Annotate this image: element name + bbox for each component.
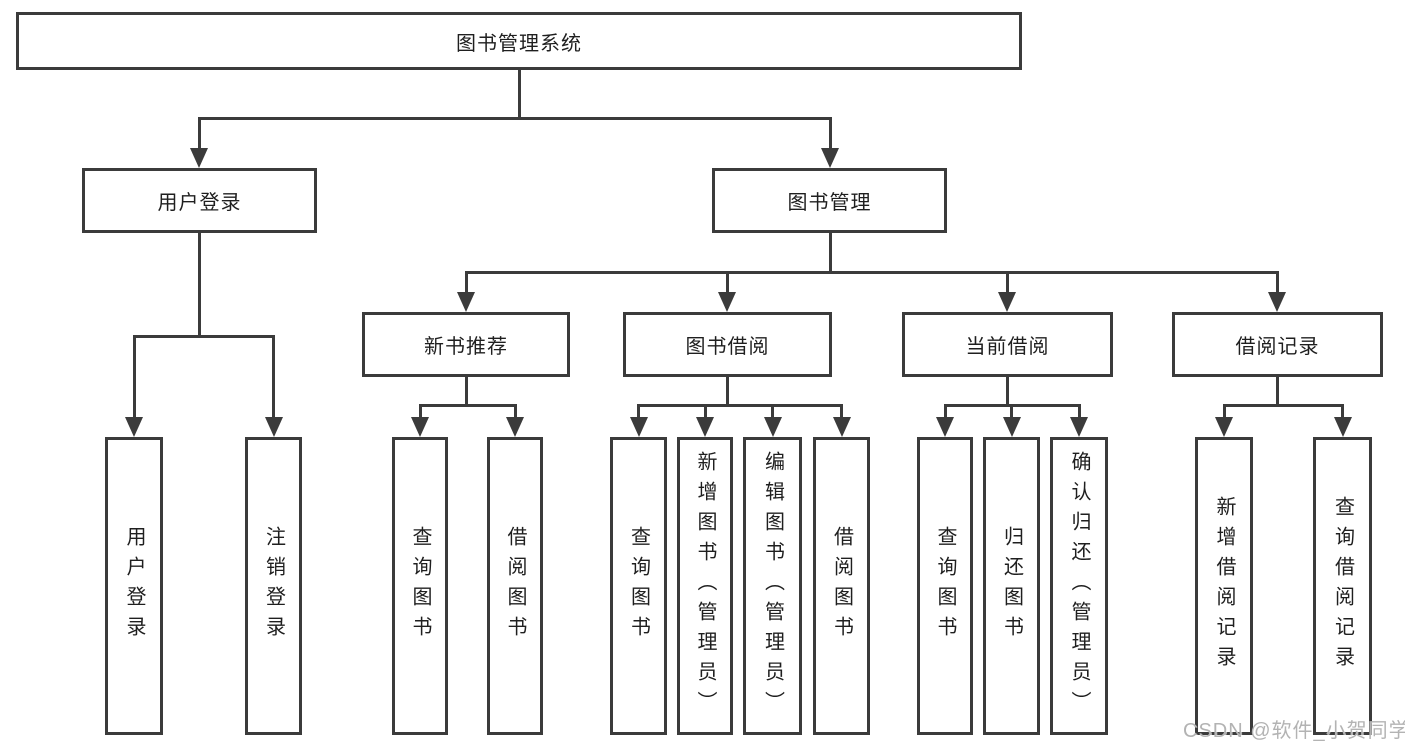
connector-line	[1275, 271, 1279, 294]
leaf-borrow-books-label: 借阅图书	[830, 526, 853, 646]
leaf-add-books-admin-label: 新增图书（管理员）	[694, 451, 716, 721]
arrowhead-down-icon	[1002, 417, 1021, 437]
leaf-query-books-borrow: 查询图书	[610, 437, 667, 735]
leaf-edit-books-admin: 编辑图书（管理员）	[743, 437, 802, 735]
connector-line	[828, 117, 832, 152]
connector-line	[1005, 271, 1009, 294]
leaf-confirm-return-admin-label: 确认归还（管理员）	[1068, 451, 1090, 721]
arrowhead-down-icon	[998, 292, 1016, 312]
leaf-query-books-borrow-label: 查询图书	[627, 526, 650, 646]
connector-line	[840, 404, 843, 420]
leaf-add-borrow-record-label: 新增借阅记录	[1213, 496, 1235, 676]
arrowhead-down-icon	[506, 417, 524, 437]
node-root: 图书管理系统	[16, 12, 1022, 70]
connector-line	[272, 335, 275, 420]
arrowhead-down-icon	[1070, 417, 1088, 437]
arrowhead-down-icon	[125, 417, 143, 437]
arrowhead-down-icon	[696, 417, 714, 437]
node-borrowing-records: 借阅记录	[1172, 312, 1383, 377]
leaf-query-borrow-record-label: 查询借阅记录	[1331, 496, 1354, 676]
connector-line	[828, 233, 832, 271]
connector-line	[1222, 404, 1226, 420]
arrowhead-down-icon	[190, 148, 208, 168]
connector-line	[197, 233, 201, 335]
arrowhead-down-icon	[936, 417, 954, 437]
connector-line	[464, 271, 468, 294]
arrowhead-down-icon	[1333, 417, 1352, 437]
arrowhead-down-icon	[457, 292, 475, 312]
leaf-borrow-books-recommend-label: 借阅图书	[504, 526, 526, 646]
leaf-confirm-return-admin: 确认归还（管理员）	[1050, 437, 1108, 735]
connector-line	[197, 117, 201, 152]
leaf-query-books-recommend: 查询图书	[392, 437, 448, 735]
leaf-logout: 注销登录	[245, 437, 302, 735]
connector-line	[725, 377, 729, 404]
arrowhead-down-icon	[832, 417, 851, 437]
leaf-return-books-label: 归还图书	[1000, 526, 1023, 646]
arrowhead-down-icon	[629, 417, 648, 437]
arrowhead-down-icon	[411, 417, 429, 437]
connector-line	[703, 404, 707, 420]
connector-line	[418, 404, 422, 420]
arrowhead-down-icon	[1268, 292, 1286, 312]
connector-line	[725, 271, 729, 294]
connector-line	[513, 404, 517, 420]
arrowhead-down-icon	[821, 148, 839, 168]
leaf-query-borrow-record: 查询借阅记录	[1313, 437, 1372, 735]
leaf-query-books-current: 查询图书	[917, 437, 973, 735]
connector-line	[517, 70, 521, 117]
node-user-login-label: 用户登录	[157, 192, 242, 214]
node-book-management-branch: 图书管理	[712, 168, 947, 233]
connector-line	[418, 404, 517, 407]
leaf-query-books-current-label: 查询图书	[934, 526, 956, 646]
leaf-logout-label: 注销登录	[262, 526, 285, 646]
leaf-edit-books-admin-label: 编辑图书（管理员）	[761, 451, 784, 721]
node-book-borrowing: 图书借阅	[623, 312, 832, 377]
connector-line	[197, 117, 832, 120]
leaf-borrow-books: 借阅图书	[813, 437, 870, 735]
node-current-borrowing-label: 当前借阅	[965, 336, 1050, 358]
arrowhead-down-icon	[763, 417, 782, 437]
arrowhead-down-icon	[1215, 417, 1233, 437]
connector-line	[1077, 404, 1081, 420]
connector-line	[1010, 404, 1013, 420]
node-new-book-recommend-label: 新书推荐	[424, 336, 508, 358]
connector-line	[132, 335, 136, 420]
connector-line	[943, 404, 947, 420]
connector-line	[1341, 404, 1344, 420]
node-borrowing-records-label: 借阅记录	[1235, 336, 1320, 358]
leaf-return-books: 归还图书	[983, 437, 1040, 735]
connector-line	[1005, 377, 1009, 404]
leaf-add-books-admin: 新增图书（管理员）	[677, 437, 733, 735]
leaf-add-borrow-record: 新增借阅记录	[1195, 437, 1253, 735]
connector-line	[637, 404, 843, 407]
node-book-borrowing-label: 图书借阅	[685, 336, 770, 358]
arrowhead-down-icon	[718, 292, 736, 312]
leaf-user-login-label: 用户登录	[123, 526, 145, 646]
connector-line	[132, 335, 275, 338]
leaf-query-books-recommend-label: 查询图书	[409, 526, 431, 646]
connector-line	[637, 404, 640, 420]
node-root-label: 图书管理系统	[456, 32, 582, 55]
node-user-login-branch: 用户登录	[82, 168, 317, 233]
connector-line	[1275, 377, 1279, 404]
node-new-book-recommend: 新书推荐	[362, 312, 570, 377]
connector-line	[1222, 404, 1344, 407]
connector-line	[464, 271, 1279, 274]
arrowhead-down-icon	[264, 417, 283, 437]
node-book-management-label: 图书管理	[787, 192, 872, 214]
leaf-borrow-books-recommend: 借阅图书	[487, 437, 543, 735]
connector-line	[464, 377, 468, 404]
connector-line	[771, 404, 774, 420]
leaf-user-login: 用户登录	[105, 437, 163, 735]
watermark: CSDN @软件_小贺同学	[1183, 720, 1405, 742]
node-current-borrowing: 当前借阅	[902, 312, 1113, 377]
